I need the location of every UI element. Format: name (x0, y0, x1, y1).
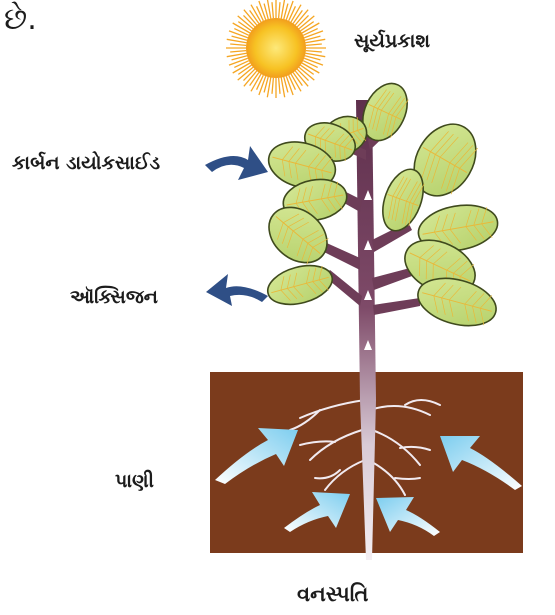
carbon-dioxide-arrow-icon (205, 146, 268, 180)
sun-ray (306, 44, 322, 45)
sun-icon (226, 0, 326, 98)
plant-leaves (258, 76, 501, 333)
sun-ray (279, 78, 280, 94)
leaf (263, 259, 336, 311)
sun-ray (272, 78, 273, 94)
sun-ray (279, 2, 280, 18)
water-label: પાણી (115, 470, 154, 492)
sun-ray (306, 51, 322, 52)
sun-ray (272, 2, 273, 18)
plant-caption: વનસ્પતિ (297, 582, 368, 607)
oxygen-arrow-icon (206, 274, 268, 306)
top-text-fragment: છે. (4, 2, 37, 37)
oxygen-label: ઑક્સિજન (70, 286, 158, 308)
carbon-dioxide-label: કાર્બન ડાયોકસાઈડ (12, 152, 160, 174)
sunlight-label: સૂર્યપ્રકાશ (354, 30, 430, 52)
sun-ray (230, 44, 246, 45)
sun-ray (230, 51, 246, 52)
